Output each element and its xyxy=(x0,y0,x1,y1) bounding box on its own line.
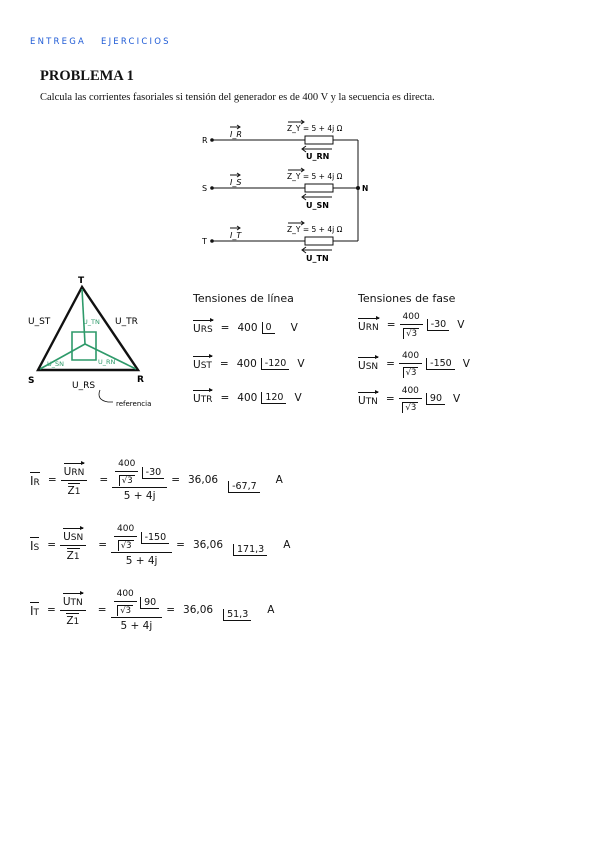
reference-note: referencia xyxy=(116,400,151,408)
voltage-utn-label: U_TN xyxy=(306,254,329,263)
line-voltage-rs: URS = 400 0 V xyxy=(193,318,298,335)
phase-voltage-sn: USN = 400√3 -150 V xyxy=(358,351,470,378)
line-voltage-tr: UTR = 400 120 V xyxy=(193,388,302,405)
impedance-t-label: Z_Y = 5 + 4j Ω xyxy=(287,225,343,234)
node-s-label: S xyxy=(202,184,207,193)
phase-voltage-rn: URN = 400√3 -30 V xyxy=(358,312,465,339)
phase-voltage-tn: UTN = 400√3 90 V xyxy=(358,386,461,413)
line-voltages-heading: Tensiones de línea xyxy=(193,292,294,305)
vertex-s-label: S xyxy=(28,376,34,386)
line-utr-label: U_TR xyxy=(115,317,138,327)
line-ust-label: U_ST xyxy=(28,317,51,327)
voltage-usn-label: U_SN xyxy=(306,201,329,210)
voltage-urn-label: U_RN xyxy=(306,152,329,161)
problem-statement: Calcula las corrientes fasoriales si ten… xyxy=(40,92,435,103)
node-r-label: R xyxy=(202,136,208,145)
vertex-t-label: T xyxy=(78,276,85,286)
current-it-label: I_T xyxy=(230,231,242,240)
problem-title: PROBLEMA 1 xyxy=(40,68,134,84)
phasor-triangle: T S R U_ST U_TR U_RS U_TN U_SN U_RN refe… xyxy=(28,276,151,408)
phase-usn-label: U_SN xyxy=(47,360,64,368)
neutral-label: N xyxy=(362,184,368,193)
vertex-r-label: R xyxy=(137,375,144,385)
current-ir-label: I_R xyxy=(230,130,242,139)
impedance-r-label: Z_Y = 5 + 4j Ω xyxy=(287,124,343,133)
phase-voltages-heading: Tensiones de fase xyxy=(358,292,456,305)
line-voltage-st: UST = 400 -120 V xyxy=(193,354,305,371)
circuit-diagram: R S T N I_R I_S I_T Z_Y = 5 + 4j Ω Z_Y =… xyxy=(201,119,368,263)
phase-utn-label: U_TN xyxy=(83,318,100,326)
header-ejercicios: EJERCICIOS xyxy=(101,37,171,47)
node-t-label: T xyxy=(201,237,207,246)
impedance-s-label: Z_Y = 5 + 4j Ω xyxy=(287,172,343,181)
phase-urn-label: U_RN xyxy=(98,358,116,366)
current-is-label: I_S xyxy=(230,178,241,187)
line-urs-label: U_RS xyxy=(72,381,95,391)
voltage-symbol: URS xyxy=(193,318,214,335)
header-entrega: ENTREGA xyxy=(30,37,86,47)
